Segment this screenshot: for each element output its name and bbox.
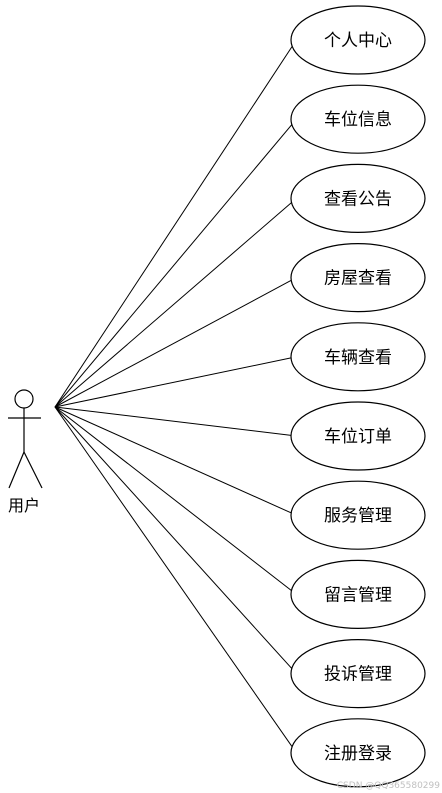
association-line xyxy=(54,118,297,408)
use-case-ellipse xyxy=(290,638,426,709)
use-case-node: 个人中心 xyxy=(290,5,426,75)
use-case-node: 留言管理 xyxy=(290,559,426,630)
actor-left-leg xyxy=(8,451,25,489)
use-case-label: 查看公告 xyxy=(324,189,392,209)
use-case-node: 查看公告 xyxy=(290,163,426,233)
actor-right-leg xyxy=(23,451,43,489)
use-case-ellipse xyxy=(290,401,426,471)
use-case-ellipse xyxy=(290,84,426,154)
use-case-ellipse xyxy=(290,163,426,233)
use-case-node: 车位信息 xyxy=(290,84,426,154)
association-line xyxy=(54,406,297,516)
association-line xyxy=(54,406,297,437)
association-line xyxy=(54,406,297,754)
association-line xyxy=(54,406,297,595)
actor-label: 用户 xyxy=(8,496,40,515)
use-case-node: 服务管理 xyxy=(290,480,426,550)
use-case-node: 车辆查看 xyxy=(290,322,426,392)
use-case-label: 车辆查看 xyxy=(324,348,392,368)
use-case-ellipse xyxy=(290,322,426,392)
use-case-ellipse xyxy=(290,5,426,75)
use-case-label: 车位订单 xyxy=(324,427,392,447)
association-line xyxy=(54,406,297,674)
use-case-ellipse xyxy=(290,480,426,550)
use-case-node: 车位订单 xyxy=(290,401,426,471)
use-case-node: 注册登录 xyxy=(290,718,426,788)
actor-head xyxy=(14,389,34,409)
use-case-label: 服务管理 xyxy=(324,506,392,526)
use-case-label: 留言管理 xyxy=(324,585,392,605)
use-case-ellipse xyxy=(290,243,426,313)
association-lines xyxy=(54,39,297,754)
use-case-label: 投诉管理 xyxy=(324,665,392,685)
association-line xyxy=(54,39,297,408)
association-line xyxy=(54,356,297,408)
use-case-ellipse xyxy=(290,559,426,630)
use-case-node: 房屋查看 xyxy=(290,243,426,313)
association-line xyxy=(54,198,297,408)
actor-user xyxy=(8,389,43,489)
use-case-node: 投诉管理 xyxy=(290,638,426,709)
use-case-ellipse xyxy=(290,718,426,788)
use-case-label: 注册登录 xyxy=(324,744,392,764)
use-case-label: 车位信息 xyxy=(324,110,392,130)
association-line xyxy=(54,277,297,408)
use-case-label: 个人中心 xyxy=(324,31,392,51)
use-case-label: 房屋查看 xyxy=(324,269,392,289)
watermark: CSDN @QQ365580299 xyxy=(336,781,440,791)
